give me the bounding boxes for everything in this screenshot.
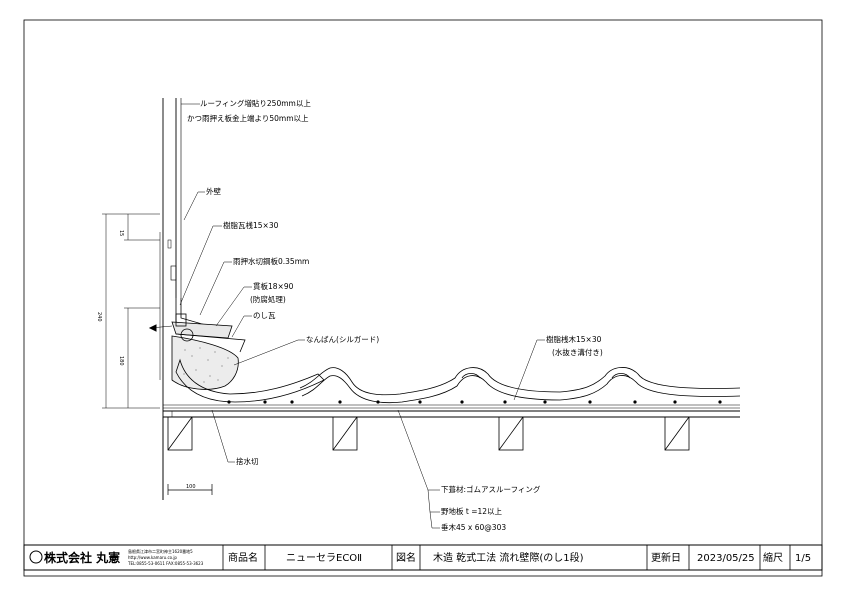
dim-15: 15 [118, 230, 124, 236]
leader-lines [179, 103, 545, 529]
scale-label: 縮尺 [763, 551, 783, 564]
label-rafter: 垂木45 x 60@303 [441, 522, 506, 532]
roof-deck [163, 404, 740, 418]
dim-240: 240 [96, 312, 102, 322]
dim-100: 100 [186, 484, 196, 490]
flashing-assembly [171, 298, 325, 403]
company-url: http://www.kamaru.co.jp [128, 555, 177, 560]
company-name: 株式会社 丸憲 [44, 550, 120, 565]
drawing-name: 木造 乾式工法 流れ壁際(のし1段) [433, 551, 584, 564]
label-sheathing: 野地板 t =12以上 [441, 506, 503, 516]
updated-date: 2023/05/25 [697, 553, 755, 564]
title-block [23, 544, 823, 571]
label-roofing-overlap-1: ルーフィング増貼り250mm以上 [200, 98, 311, 108]
dim-180: 180 [118, 356, 124, 366]
label-board: 貫板18×90 [253, 281, 294, 291]
label-underlay: 下葺材:ゴムアスルーフィング [441, 484, 541, 494]
product-label: 商品名 [228, 551, 258, 564]
label-resin-strip: 樹脂桟木15×30 [546, 334, 602, 344]
batten-clips [227, 400, 722, 404]
water-arrow [148, 324, 173, 332]
label-resin-strip-note: (水抜き溝付き) [552, 347, 603, 357]
company-address: 島根県江津市二宮町神主1620番地5 [128, 548, 193, 554]
label-noshi-tile: のし瓦 [253, 311, 276, 320]
label-roofing-overlap-2: かつ雨押え板金上端より50mm以上 [187, 113, 309, 123]
label-resin-batten: 樹脂瓦桟15×30 [223, 220, 279, 230]
label-outer-wall: 外壁 [206, 186, 221, 196]
scale-value: 1/5 [795, 553, 811, 564]
mortar-stipple [183, 347, 229, 383]
label-drip-edge: 捨水切 [236, 456, 259, 466]
label-board-note: (防腐処理) [250, 294, 286, 304]
label-flashing: 雨押水切鋼板0.35mm [233, 256, 309, 266]
sheet-frame [23, 19, 823, 577]
drawing-label: 図名 [396, 551, 416, 564]
product-name: ニューセラECOⅡ [286, 552, 362, 564]
dimension-lines [102, 213, 160, 409]
company-tel: TEL:0855-53-0611 FAX:0855-53-3623 [127, 561, 204, 566]
roof-tiles [299, 367, 741, 404]
drip-edge [162, 417, 213, 500]
updated-label: 更新日 [651, 551, 681, 564]
label-nanban: なんばん(シルガード) [306, 334, 379, 344]
rafters [167, 416, 690, 451]
